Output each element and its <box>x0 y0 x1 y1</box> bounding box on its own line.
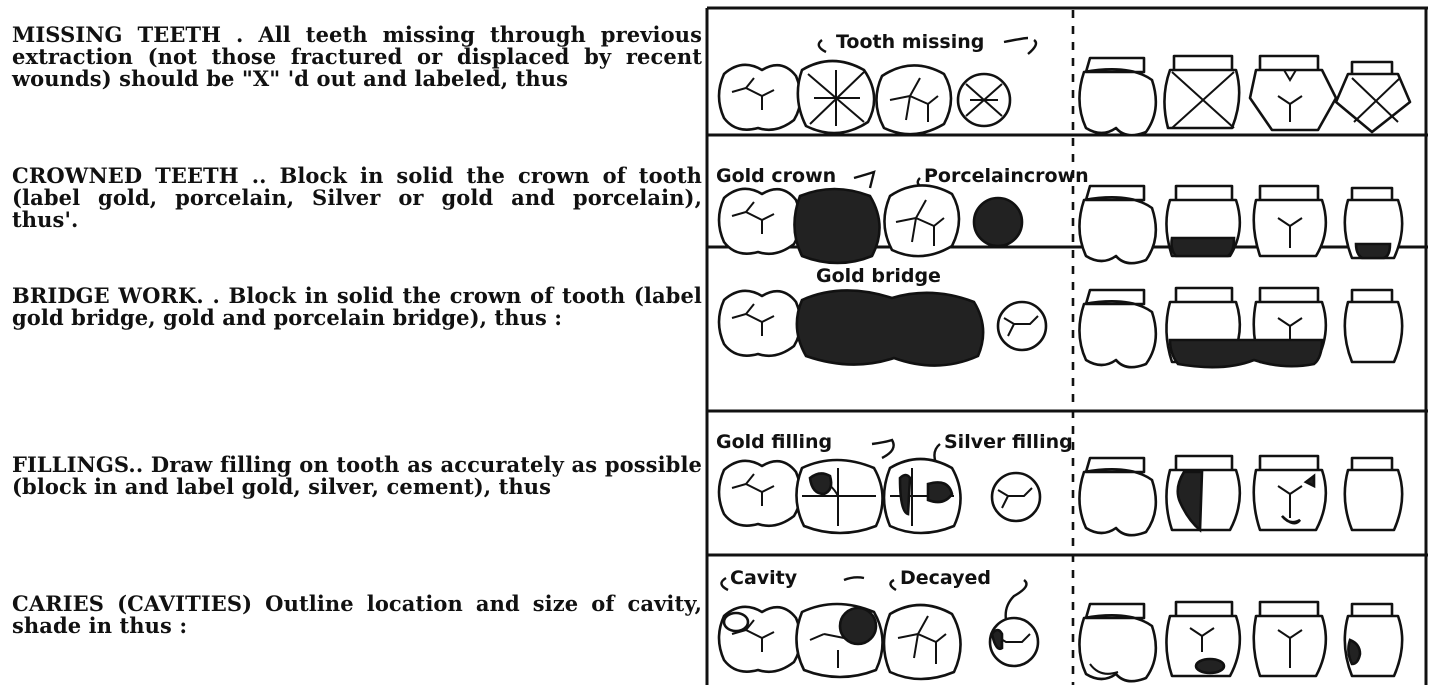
caries-description: CARIES (CAVITIES) Outline location and s… <box>12 593 702 637</box>
cavity-label: Cavity <box>730 567 798 589</box>
gold-filling-label: Gold filling <box>716 431 832 453</box>
fillings-diagram: Gold filling Silver filling <box>716 431 1402 535</box>
bridge-work-diagram: Gold bridge <box>719 265 1402 367</box>
silver-filling-label: Silver filling <box>944 431 1073 453</box>
porcelain-crown-label: Porcelaincrown <box>924 165 1089 187</box>
gold-bridge-label: Gold bridge <box>816 265 941 287</box>
gold-crown-label: Gold crown <box>716 165 836 187</box>
missing-teeth-diagram: Tooth missing <box>719 31 1410 135</box>
fillings-description: FILLINGS.. Draw filling on tooth as accu… <box>12 454 702 498</box>
decayed-label: Decayed <box>900 567 991 589</box>
missing-teeth-description: MISSING TEETH . All teeth missing throug… <box>12 24 702 90</box>
crowned-teeth-description: CROWNED TEETH .. Block in solid the crow… <box>12 165 702 231</box>
tooth-diagrams-panel: Tooth missing Gold crown Porcelaincrown <box>704 0 1432 685</box>
tooth-missing-label: Tooth missing <box>836 31 984 53</box>
caries-diagram: Cavity Decayed <box>719 567 1402 681</box>
bridge-work-description: BRIDGE WORK. . Block in solid the crown … <box>12 285 702 329</box>
